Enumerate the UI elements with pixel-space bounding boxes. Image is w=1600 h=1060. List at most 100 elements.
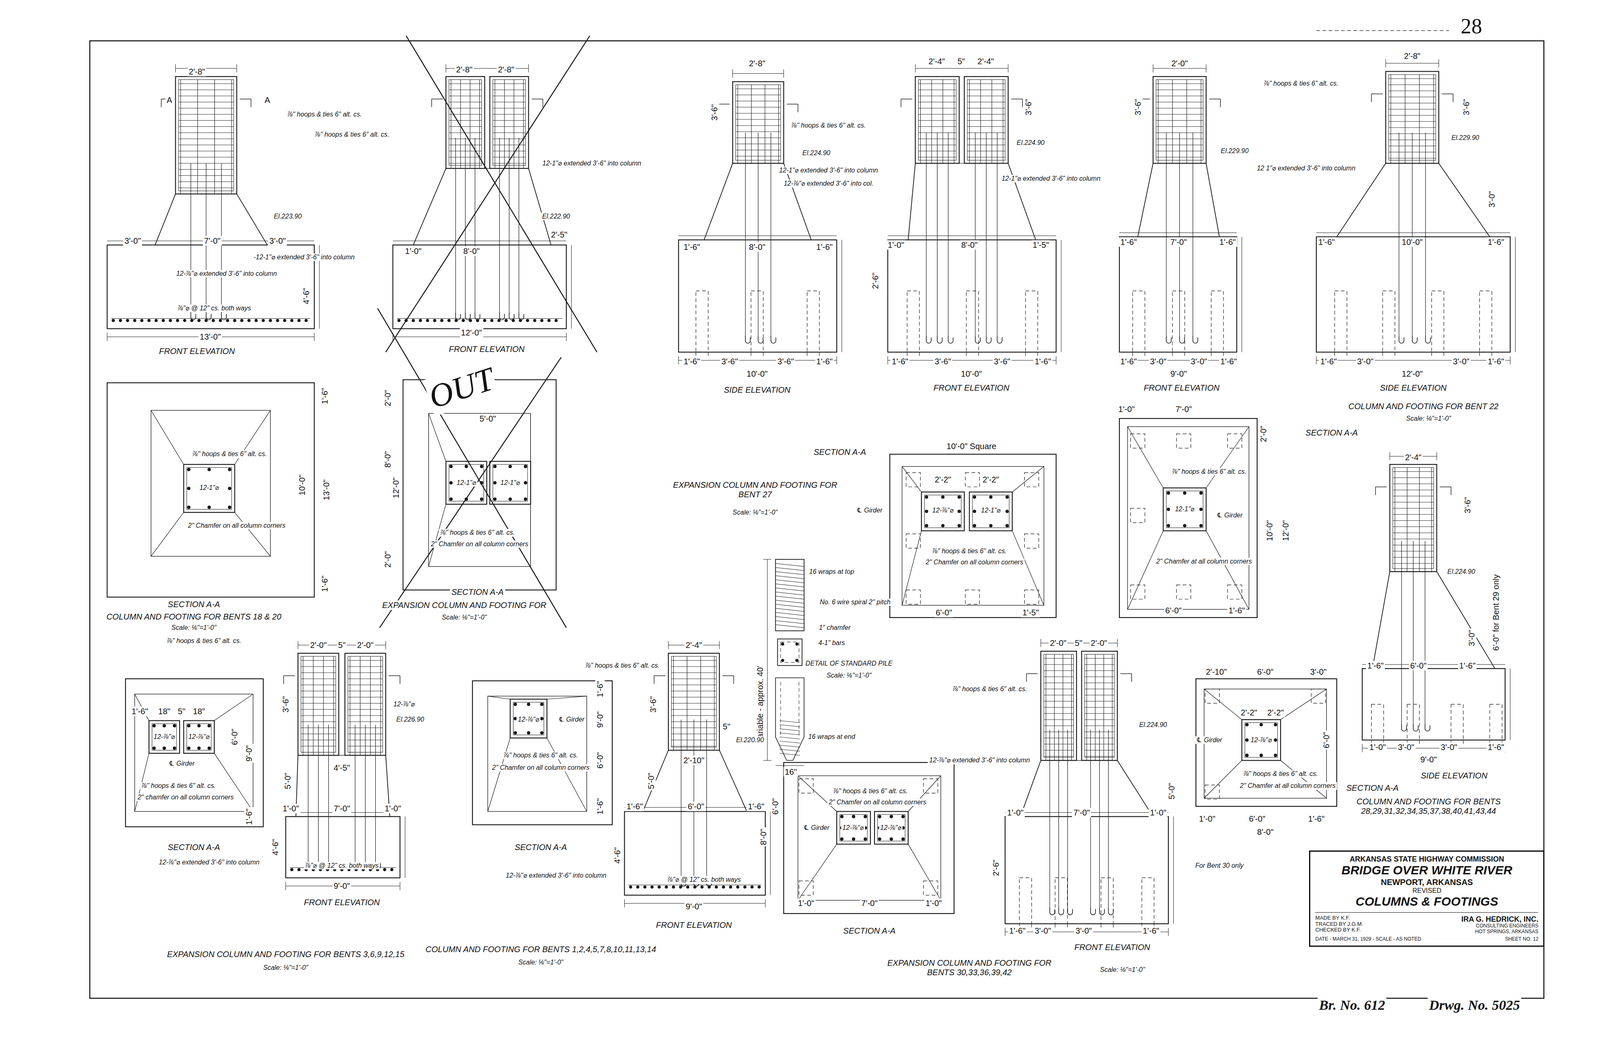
drawing-outline bbox=[923, 880, 938, 896]
drawing-line bbox=[460, 79, 461, 169]
rebar-dot bbox=[1199, 524, 1203, 528]
rebar-dot bbox=[390, 867, 394, 871]
drawing-path bbox=[1413, 723, 1419, 731]
dimension: 3'-0" bbox=[1148, 356, 1168, 366]
drawing-line bbox=[775, 604, 804, 607]
drawing-line bbox=[1002, 79, 1004, 163]
rebar-dot bbox=[989, 524, 993, 528]
drawing-line bbox=[151, 410, 184, 465]
note: Scale: ⅛"=1'-0" bbox=[440, 613, 489, 621]
rebar-dot bbox=[1245, 753, 1249, 757]
label-anchor: 1'-6" bbox=[244, 806, 254, 826]
drawing-line bbox=[770, 811, 771, 895]
drawing-line bbox=[178, 138, 234, 140]
label-anchor: 5" bbox=[956, 56, 967, 66]
drawing-line bbox=[178, 101, 234, 103]
dimension: 3'-6" bbox=[776, 356, 796, 366]
note: ⅞"⌀ @ 12" cs. both ways bbox=[666, 875, 743, 884]
drawing-outline bbox=[1019, 877, 1032, 924]
rebar-dot bbox=[636, 885, 640, 889]
drawing-line bbox=[431, 98, 443, 100]
drawing-line bbox=[1155, 126, 1203, 127]
dimension: 2'-8" bbox=[496, 64, 516, 75]
drawing-line bbox=[1168, 927, 1169, 936]
drawing-line bbox=[969, 79, 970, 163]
label-anchor: 6'-0" bbox=[770, 796, 781, 816]
dimension: 3'-0" bbox=[1355, 356, 1375, 366]
drawing-line bbox=[797, 775, 837, 812]
dimension: 7'-0" bbox=[202, 236, 222, 246]
view-caption: COLUMN AND FOOTING FOR BENT 22 bbox=[1347, 401, 1500, 411]
drawing-line bbox=[1316, 232, 1511, 233]
label-anchor: 1'-6" bbox=[625, 801, 645, 811]
drawing-line bbox=[1393, 532, 1434, 533]
dimension: 1'-6" bbox=[595, 796, 605, 816]
label-anchor: 2'-0" bbox=[383, 549, 393, 569]
label-anchor: 4'-5" bbox=[332, 762, 352, 773]
drawing-line bbox=[1388, 115, 1436, 116]
drawing-line bbox=[1388, 102, 1436, 104]
drawing-line bbox=[465, 137, 466, 313]
drawing-line bbox=[354, 724, 356, 862]
rebar-dot bbox=[707, 885, 711, 889]
drawing-outline bbox=[1176, 584, 1191, 600]
label-anchor: 2" Chamfer on all column corners bbox=[924, 558, 1025, 566]
title-heading-group: ARKANSAS STATE HIGHWAY COMMISSIONBRIDGE … bbox=[1315, 854, 1539, 909]
drawing-line bbox=[980, 79, 981, 163]
drawing-outline bbox=[1371, 704, 1384, 740]
dimension: 9'-0" bbox=[1419, 754, 1439, 764]
drawing-line bbox=[190, 163, 191, 313]
drawing-line bbox=[348, 678, 383, 679]
rebar-dot bbox=[889, 837, 893, 841]
note: El.223.90 bbox=[272, 212, 303, 220]
dimension: 8'-0" bbox=[960, 240, 980, 250]
dimension: 2'-2" bbox=[1266, 707, 1286, 717]
note: 1" chamfer bbox=[817, 623, 852, 632]
drawing-line bbox=[300, 715, 336, 716]
label-anchor: Scale: ⅛"=1'-0" bbox=[825, 671, 873, 680]
drawing-line bbox=[1452, 93, 1454, 103]
rebar-dot bbox=[526, 318, 529, 322]
drawing-outline bbox=[902, 466, 1045, 605]
drawing-line bbox=[919, 351, 920, 357]
drawing-line bbox=[448, 89, 482, 91]
firm-column: IRA G. HEDRICK, INC.CONSULTING ENGINEERS… bbox=[1461, 914, 1539, 935]
note: Scale: ⅛"=1'-0" bbox=[825, 671, 873, 680]
drawing-line bbox=[1153, 68, 1207, 69]
drawing-line bbox=[1220, 99, 1221, 108]
label-anchor: 1'-6" bbox=[1458, 660, 1477, 670]
label-anchor: 6'-0" bbox=[1164, 605, 1184, 615]
rebar-dot bbox=[925, 509, 928, 513]
drawing-line bbox=[1413, 540, 1414, 724]
drawing-outline bbox=[183, 464, 235, 513]
drawing-line bbox=[1200, 79, 1202, 163]
drawing-line bbox=[763, 558, 772, 560]
drawing-line bbox=[751, 84, 752, 164]
rebar-dot bbox=[162, 746, 166, 750]
drawing-line bbox=[493, 101, 526, 103]
rebar-dot bbox=[863, 814, 867, 818]
label-anchor: 1'-6" bbox=[1486, 742, 1506, 752]
drawing-line bbox=[775, 563, 804, 567]
rebar-dot bbox=[524, 465, 528, 468]
label-anchor: 2'-2" bbox=[1239, 707, 1259, 717]
dimension: 1'-6" bbox=[746, 801, 766, 811]
label-anchor: 2'-10" bbox=[1204, 666, 1228, 677]
drawing-line bbox=[1117, 638, 1118, 647]
drawing-path bbox=[975, 335, 981, 344]
rebar-dot bbox=[957, 524, 961, 528]
drawing-line bbox=[806, 351, 808, 357]
view-caption: EXPANSION COLUMN AND FOOTING FOR BENT 27 bbox=[671, 480, 839, 500]
drawing-line bbox=[1044, 694, 1074, 696]
label-anchor: 12-1"⌀ extended 3'-6" into column bbox=[1000, 174, 1102, 183]
drawing-outline bbox=[448, 464, 484, 501]
note: 12-1"⌀ extended 3'-6" into column bbox=[777, 166, 880, 175]
label-anchor: 6'-0" bbox=[595, 750, 605, 770]
drawing-line bbox=[1044, 713, 1074, 714]
label-anchor: 2'-5" bbox=[549, 230, 569, 240]
drawing-outline bbox=[472, 680, 613, 825]
drawing-line bbox=[779, 728, 800, 731]
label-anchor: SIDE ELEVATION bbox=[722, 385, 792, 395]
label-anchor: Scale: ⅛"=1'-0" bbox=[517, 958, 565, 966]
drawing-outline bbox=[106, 382, 314, 598]
